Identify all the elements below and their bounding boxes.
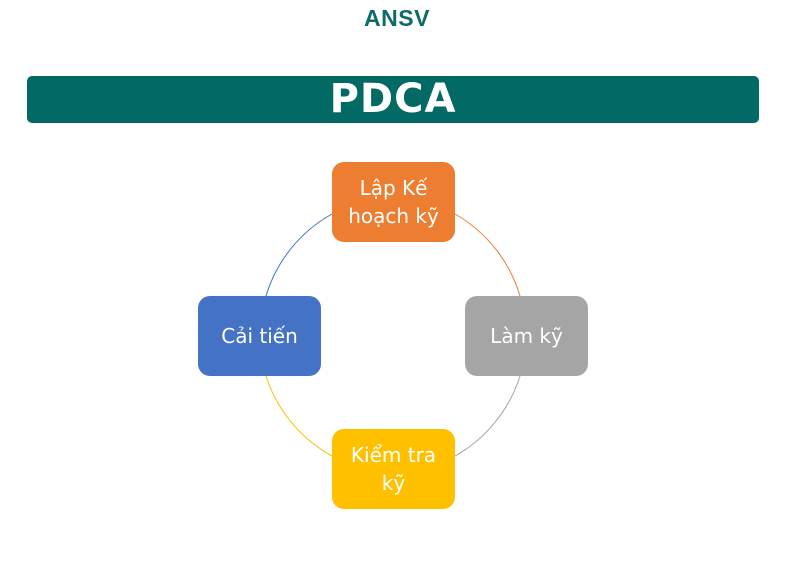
cycle-node-check: Kiểm tra kỹ bbox=[332, 429, 455, 509]
cycle-node-act: Cải tiến bbox=[198, 296, 321, 376]
cycle-node-plan-label: Lập Kế hoạch kỹ bbox=[348, 176, 439, 228]
title-banner: PDCA bbox=[27, 76, 759, 123]
connector-do-to-check bbox=[454, 375, 521, 457]
connector-act-to-plan bbox=[265, 213, 333, 297]
cycle-node-check-label: Kiểm tra kỹ bbox=[350, 443, 437, 495]
cycle-node-do: Làm kỹ bbox=[465, 296, 588, 376]
brand-logo-text: ANSV bbox=[364, 5, 430, 31]
cycle-node-act-label: Cải tiến bbox=[221, 324, 298, 348]
cycle-node-plan: Lập Kế hoạch kỹ bbox=[332, 162, 455, 242]
connector-plan-to-do bbox=[454, 213, 521, 297]
cycle-node-do-label: Làm kỹ bbox=[490, 324, 563, 348]
connector-check-to-act bbox=[265, 375, 333, 457]
page-title: PDCA bbox=[329, 76, 457, 122]
